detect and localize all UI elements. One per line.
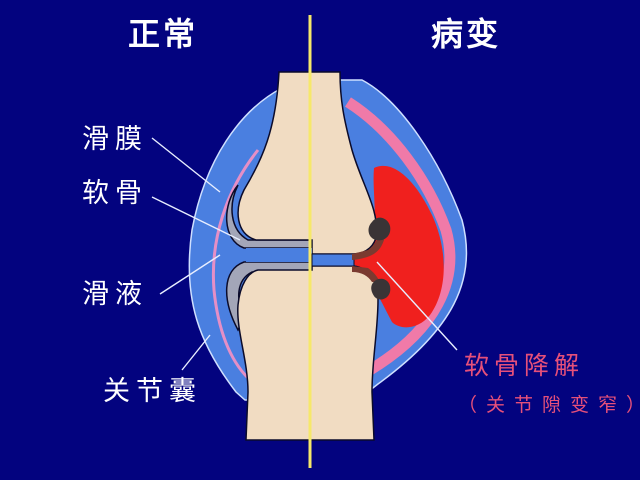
leader-cartilage <box>151 196 241 241</box>
leader-synovial-fluid <box>159 254 221 295</box>
label-cartilage-degradation: 软骨降解 <box>464 351 585 380</box>
synovium-right <box>345 97 456 375</box>
label-synovial-fluid: 滑液 <box>82 279 148 310</box>
degraded-cartilage <box>352 232 384 260</box>
title-normal: 正常 <box>128 15 199 53</box>
erosion-upper <box>368 217 391 241</box>
degraded-cartilage-lower <box>352 266 380 282</box>
leader-synovium <box>151 137 221 193</box>
erosion-lower <box>371 278 391 300</box>
leader-cartilage-degradation <box>376 261 458 351</box>
joint-space-left <box>246 248 312 262</box>
bone-lower <box>237 265 379 441</box>
leader-joint-capsule <box>181 334 211 371</box>
label-joint-capsule: 关节囊 <box>103 376 202 407</box>
synovium-left <box>211 149 260 380</box>
label-cartilage: 软骨 <box>82 178 148 209</box>
leader-lines <box>151 137 458 371</box>
joint-space-right <box>311 253 355 267</box>
label-synovium: 滑膜 <box>82 124 148 155</box>
title-diseased: 病变 <box>431 15 502 53</box>
label-joint-space-narrowing: （关节隙变窄） <box>458 394 640 416</box>
cartilage-lower-left <box>226 261 313 332</box>
